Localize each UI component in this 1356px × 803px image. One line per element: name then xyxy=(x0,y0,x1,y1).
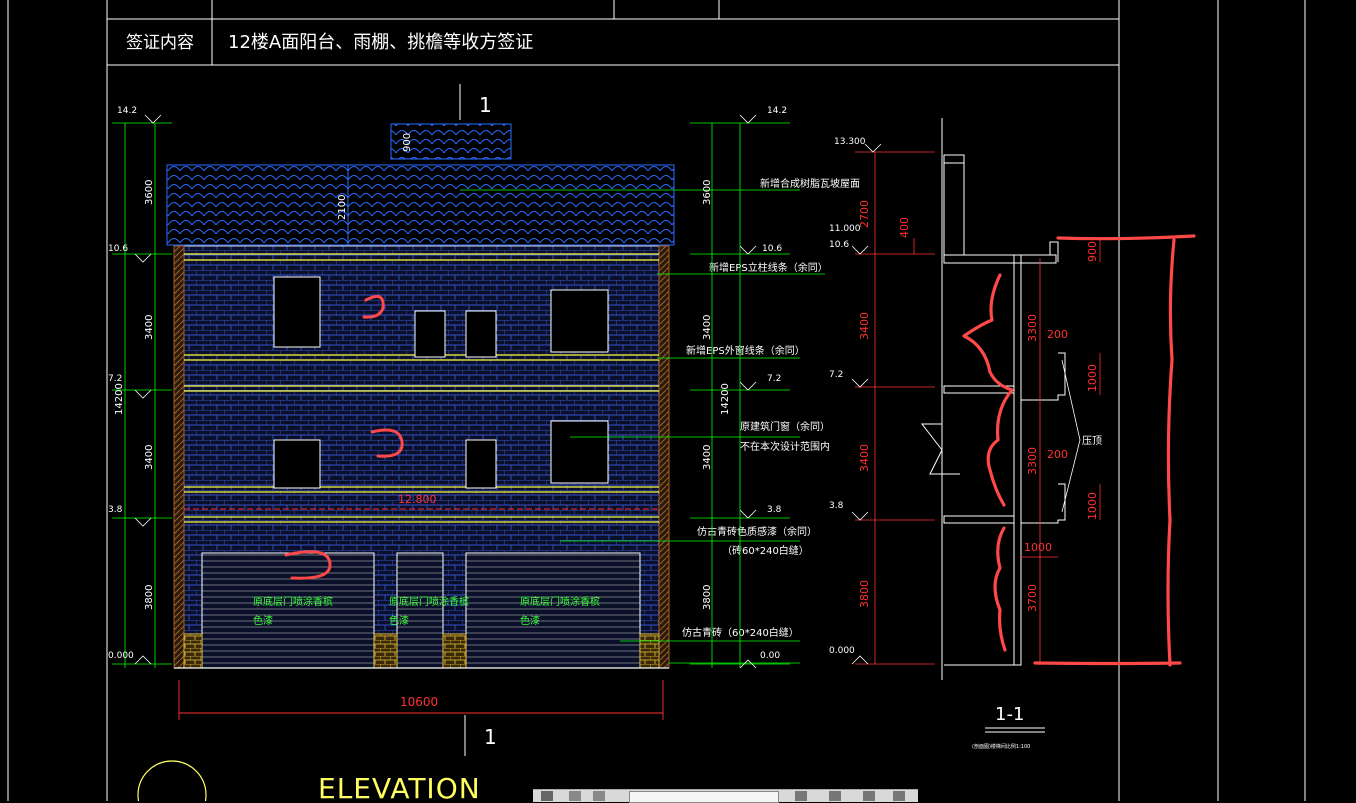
toolbar-layer-select[interactable] xyxy=(629,791,779,803)
toolbar-grid-icon[interactable] xyxy=(541,791,553,801)
r-level-10-6: 10.6 xyxy=(762,244,782,254)
floating-toolbar[interactable] xyxy=(533,789,918,803)
shop-label-2: 原底层门喷涂香槟 xyxy=(389,595,469,608)
s-level-13-300: 13.300 xyxy=(834,137,866,147)
shop-label-1b: 色漆 xyxy=(253,614,273,627)
s-dim-200a: 200 xyxy=(1047,328,1068,341)
elevation-title: ELEVATION xyxy=(318,772,481,801)
section-mark-top: 1 xyxy=(479,93,492,117)
s-level-11: 11.000 xyxy=(829,224,861,234)
toolbar-ortho-icon[interactable] xyxy=(593,791,605,801)
s-dim-3400a: 3400 xyxy=(858,312,871,340)
toolbar-snap-icon[interactable] xyxy=(569,791,581,801)
level-10-6: 10.6 xyxy=(108,244,128,254)
s-dim-1000b: 1000 xyxy=(1086,492,1099,520)
s-dim-3300a: 3300 xyxy=(1026,314,1039,342)
left-pilaster xyxy=(173,245,185,669)
note-eps-col: 新增EPS立柱线条（余同） xyxy=(709,261,828,274)
s-dim-3400b: 3400 xyxy=(858,444,871,472)
note-base: 仿古青砖（60*240白缝） xyxy=(682,626,799,639)
note-tile-1: 仿古青砖色质感漆（余同） xyxy=(697,525,817,538)
s-dim-1000a: 1000 xyxy=(1086,364,1099,392)
toolbar-up-icon[interactable] xyxy=(829,791,841,801)
note-window-1: 原建筑门窗（余同） xyxy=(740,420,830,433)
level-3-8: 3.8 xyxy=(108,505,123,515)
s-dim-900: 900 xyxy=(1086,241,1099,262)
r-level-0: 0.00 xyxy=(760,651,780,661)
level-7-2: 7.2 xyxy=(108,374,122,384)
sheet-frame xyxy=(7,0,1306,801)
s-dim-2700: 2700 xyxy=(858,200,871,228)
s-dim-3700: 3700 xyxy=(1026,584,1039,612)
shop-label-3: 原底层门喷涂香槟 xyxy=(520,595,600,608)
r-dim-3800: 3800 xyxy=(702,585,713,610)
r-level-7-2: 7.2 xyxy=(767,374,781,384)
r-dim-3600: 3600 xyxy=(702,180,713,205)
roof-dim-2100: 2100 xyxy=(337,195,348,220)
toolbar-copy-icon[interactable] xyxy=(863,791,875,801)
level-14-2: 14.2 xyxy=(117,106,137,116)
dim-3600: 3600 xyxy=(144,180,155,205)
toolbar-edit-icon[interactable] xyxy=(795,791,807,801)
elevation-axis-circle xyxy=(137,760,207,801)
r-dim-3400a: 3400 xyxy=(702,315,713,340)
dim-14200: 14200 xyxy=(114,383,125,415)
s-dim-400: 400 xyxy=(898,217,911,238)
s-note-coping: 压顶 xyxy=(1082,435,1102,447)
roof-dim-900: 900 xyxy=(402,133,413,152)
level-0: 0.000 xyxy=(108,651,134,661)
r-level-3-8: 3.8 xyxy=(767,505,782,515)
header-label: 签证内容 xyxy=(126,33,194,53)
note-tile-2: （砖60*240白缝） xyxy=(722,544,809,557)
s-level-0: 0.000 xyxy=(829,646,855,656)
dim-3400b: 3400 xyxy=(144,445,155,470)
s-level-10-6: 10.6 xyxy=(829,240,849,250)
s-level-3-8: 3.8 xyxy=(829,501,844,511)
windows xyxy=(273,276,609,489)
section-subtitle: (剖面图)楼梯间比例1:100 xyxy=(972,743,1030,750)
roof-tiles xyxy=(166,164,675,246)
r-dim-3400b: 3400 xyxy=(702,445,713,470)
header-value: 12楼A面阳台、雨棚、挑檐等收方签证 xyxy=(228,32,534,53)
shop-label-1: 原底层门喷涂香槟 xyxy=(253,595,333,608)
shop-shutters xyxy=(201,552,641,669)
shop-label-2b: 色漆 xyxy=(389,614,409,627)
roof-chimney xyxy=(390,123,512,160)
s-dim-200b: 200 xyxy=(1047,448,1068,461)
r-level-14-2: 14.2 xyxy=(767,106,787,116)
section-title: 1-1 xyxy=(995,704,1024,725)
section-drawing[interactable]: 13.300 11.000 10.6 7.2 3.8 0.000 2700 34… xyxy=(829,118,1196,750)
mid-level-label: 12.800 xyxy=(398,493,437,506)
dim-3400a: 3400 xyxy=(144,315,155,340)
s-dim-3800: 3800 xyxy=(858,580,871,608)
section-mark-bottom: 1 xyxy=(484,725,497,749)
right-pilaster xyxy=(658,245,670,669)
s-level-7-2: 7.2 xyxy=(829,370,843,380)
note-eps-win: 新增EPS外窗线条（余同） xyxy=(686,344,805,357)
dim-3800: 3800 xyxy=(144,585,155,610)
elevation-drawing[interactable]: 1 12.800 xyxy=(108,84,860,801)
note-roof: 新增合成树脂瓦坡屋面 xyxy=(760,177,860,190)
s-dim-3300b: 3300 xyxy=(1026,447,1039,475)
width-dim: 10600 xyxy=(400,695,438,709)
r-dim-14200: 14200 xyxy=(720,383,731,415)
shop-label-3b: 色漆 xyxy=(520,614,540,627)
toolbar-settings-icon[interactable] xyxy=(893,791,905,801)
note-window-2: 不在本次设计范围内 xyxy=(740,440,830,453)
s-dim-1000c: 1000 xyxy=(1024,541,1052,554)
